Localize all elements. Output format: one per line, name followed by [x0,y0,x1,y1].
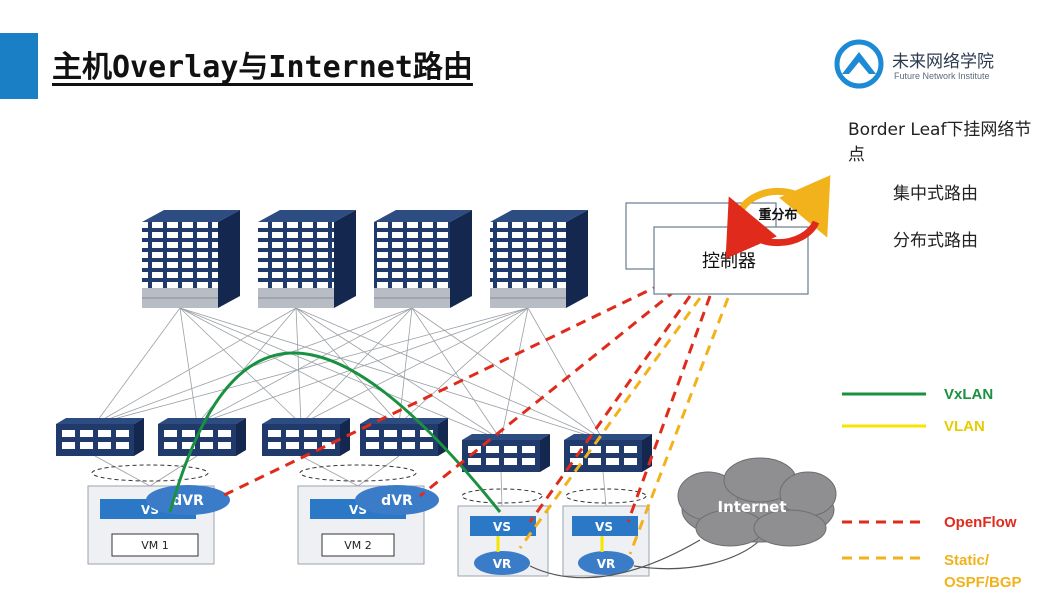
spine-switch [258,210,356,308]
internet-links [529,539,761,579]
legend [842,392,926,560]
vm-box [111,533,199,557]
legend-vlan-label: VLAN [944,418,985,435]
vm-label: VM 1 [141,539,169,552]
vr-label: VR [597,557,616,571]
vm-box [321,533,395,557]
dvr-oval [146,485,230,515]
logo: 未来网络学院 Future Network Institute [832,38,1032,90]
leaf-switch [262,418,350,456]
vs-box [572,516,638,536]
vxlan-path [168,351,502,513]
host-1: VS dVR VM 1 [87,485,230,565]
legend-openflow-label: OpenFlow [944,514,1017,531]
redistribute-label: 重分布 [758,207,797,223]
logo-name: 未来网络学院 [892,52,994,72]
dvr-oval [355,485,439,515]
note-centralized-routing: 集中式路由 [893,184,978,204]
spine-switch [142,210,240,308]
controller-label: 控制器 [702,251,756,272]
leaf-pair-groups [91,464,647,504]
spine-switch [490,210,588,308]
leaf-switch [462,434,550,472]
border-node-1: VS VR [457,505,549,577]
logo-subtitle: Future Network Institute [894,71,990,81]
leaf-switch [56,418,144,456]
leaf-switches [56,418,652,472]
spine-switch [374,210,472,308]
redistribute-arrow-bottom [725,196,820,259]
slide-title: 主机Overlay与Internet路由 [52,50,473,85]
vs-box [470,516,536,536]
dvr-label: dVR [172,493,204,509]
legend-vxlan-label: VxLAN [944,386,994,403]
host-2: VS dVR VM 2 [297,485,439,565]
vr-oval [578,551,634,575]
openflow-links [217,282,712,523]
logo-mark-icon [834,39,884,89]
note-distributed-routing: 分布式路由 [893,231,978,251]
spine-switches [142,210,588,308]
internet-label: Internet [717,498,786,516]
vr-oval [474,551,530,575]
routing-links [518,297,730,555]
legend-routing-label: Static/ OSPF/BGP [944,552,1022,591]
vm-label: VM 2 [344,539,372,552]
note-border-leaf: Border Leaf下挂网络节点 [848,120,1032,165]
controller: 控制器 重分布 [625,175,831,295]
vr-label: VR [493,557,512,571]
dvr-label: dVR [381,493,413,509]
internet-cloud: Internet [677,457,837,547]
vs-label: VS [493,520,511,534]
title-accent-bar [0,33,38,99]
vs-label: VS [595,520,613,534]
